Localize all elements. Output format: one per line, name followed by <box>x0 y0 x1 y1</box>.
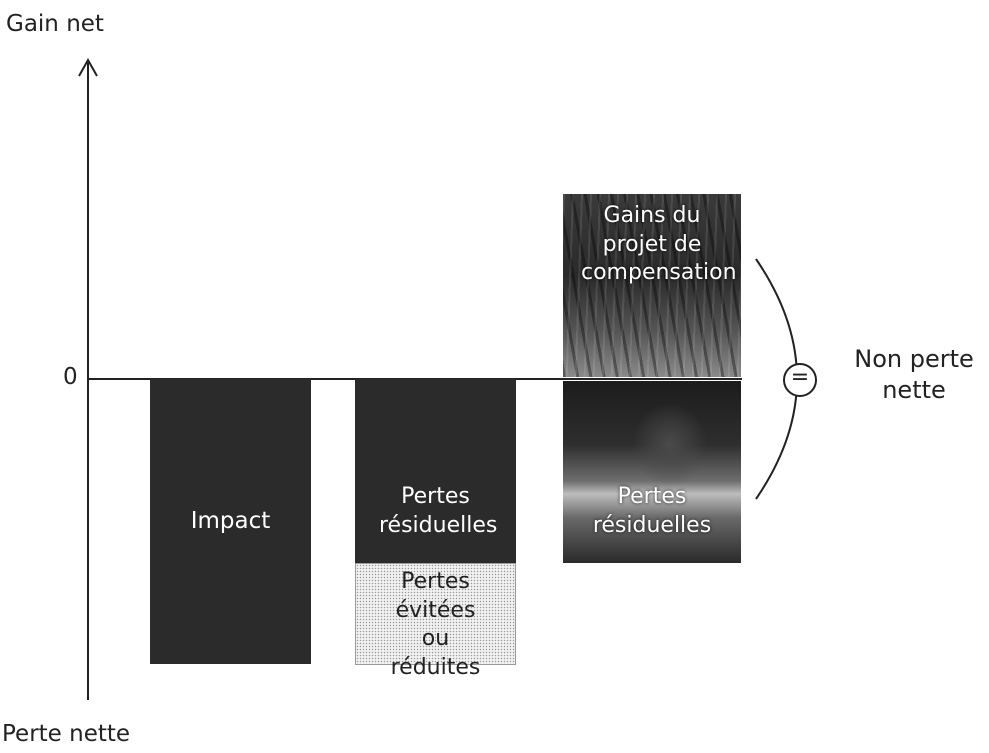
axis-arrow-icon <box>78 57 98 77</box>
equals-circle <box>783 363 817 397</box>
no-net-loss-label: Non perte nette <box>854 345 974 405</box>
offset-residual-label: Pertes résiduelles <box>592 484 712 538</box>
avoided-losses-bar: Pertes évitées ou réduites <box>355 563 516 680</box>
equals-symbol: = <box>790 365 810 390</box>
offset-gains-photo: Gains du projet de compensation <box>563 194 741 377</box>
gain-net-label: Gain net <box>6 11 104 37</box>
offset-gains-label: Gains du projet de compensation <box>581 203 737 286</box>
zero-label: 0 <box>63 364 78 390</box>
offset-residual-photo: Pertes résiduelles <box>563 381 741 563</box>
residual-losses-label: Pertes résiduelles <box>379 484 498 538</box>
residual-losses-bar: Pertes résiduelles <box>355 379 516 563</box>
perte-nette-label: Perte nette <box>2 721 131 747</box>
avoided-losses-label: Pertes évitées ou réduites <box>390 569 481 680</box>
impact-label: Impact <box>190 508 271 534</box>
impact-bar: Impact <box>150 379 311 664</box>
